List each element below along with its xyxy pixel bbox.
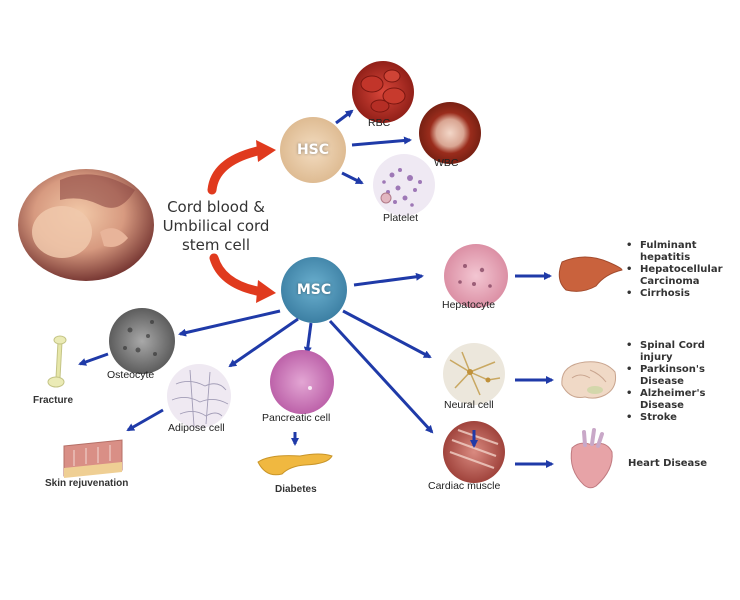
red-arrow-to-hsc [207,140,276,195]
heart-disease-label: Heart Disease [628,458,708,469]
disease-item: Stroke [624,412,714,424]
disease-item: Spinal Cord injury [624,340,714,364]
arrow-adipose-skin [126,408,164,432]
arrow-msc-adipose [228,317,299,368]
msc-node [281,257,347,323]
arrow-msc-osteocyte [178,309,281,337]
disease-item: Parkinson's Disease [624,364,714,388]
msc-label-wrap: MSC [281,257,347,323]
liver-icon [558,256,623,292]
adipose-cell-image [167,364,231,428]
osteocyte-image [109,308,175,374]
cardiac-muscle-image [443,421,505,483]
arrow-msc-pancreatic [303,322,313,355]
fracture-label: Fracture [33,395,74,406]
arrow-msc-cardiac [328,319,434,434]
hepatocyte-label: Hepatocyte [442,299,496,311]
hepatocyte-image [444,244,508,308]
cardiac-muscle-label: Cardiac muscle [428,480,501,492]
skin-rejuvenation-label: Skin rejuvenation [45,478,129,489]
neural-cell-label: Neural cell [444,399,494,411]
diabetes-label: Diabetes [275,484,317,495]
skin-icon [63,439,123,478]
hsc-label-wrap: HSC [280,117,346,183]
bone-icon [47,335,67,388]
disease-item: Cirrhosis [624,288,736,300]
source-label-line-2: Umbilical cord [162,217,270,235]
arrow-osteocyte-bone [78,352,109,366]
platelet-image [373,154,435,216]
pancreas-icon [257,453,333,476]
hsc-node [280,117,346,183]
disease-item: Alzheimer's Disease [624,388,714,412]
arrow-msc-neural [342,309,432,359]
disease-item: Hepatocellular Carcinoma [624,264,736,288]
osteocyte-label: Osteocyte [107,369,155,381]
arrow-msc-hepatocyte [353,272,424,287]
rbc-image [352,61,414,123]
arrow-hsc-rbc [335,109,354,125]
wbc-label: WBC [434,157,459,169]
pancreatic-cell-image [270,350,334,414]
pancreatic-cell-label: Pancreatic cell [262,412,331,424]
wbc-image [419,102,481,164]
brain-icon [561,361,616,399]
arrow-hsc-platelet [341,171,364,185]
hsc-label: HSC [296,142,330,158]
platelet-label: Platelet [383,212,419,224]
neural-disease-list: Spinal Cord injury Parkinson's Disease A… [624,340,714,424]
source-label: Cord blood & Umbilical cord stem cell [160,198,272,255]
fetus-image [18,169,154,281]
liver-disease-list: Fulminant hepatitis Hepatocellular Carci… [624,240,736,300]
heart-icon [570,428,613,489]
source-label-line-1: Cord blood & [167,198,265,216]
source-label-line-3: stem cell [181,236,251,254]
red-arrow-to-msc [209,253,276,303]
msc-label: MSC [296,282,332,298]
adipose-cell-label: Adipose cell [168,422,225,434]
disease-item: Fulminant hepatitis [624,240,736,264]
neural-cell-image [443,343,505,405]
arrow-hsc-wbc [351,136,412,147]
rbc-label: RBC [368,117,391,129]
